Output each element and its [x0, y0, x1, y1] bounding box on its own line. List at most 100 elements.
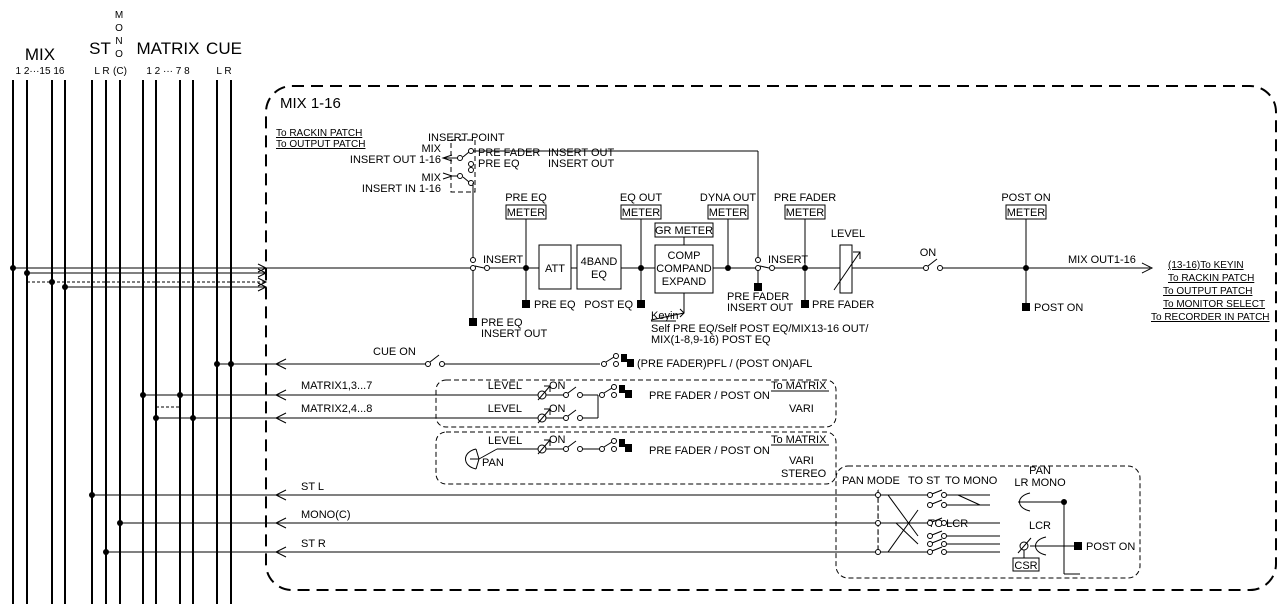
mix-out-bus-feed [10, 263, 268, 292]
insert-out-label: INSERT OUT 1-16 [350, 154, 441, 166]
matrix-pan-label: PAN [482, 457, 504, 469]
bus-mono-letter-4: O [115, 49, 123, 60]
post-on-meter-box: METER [1007, 207, 1046, 219]
eq-box-line1: 4BAND [581, 256, 618, 268]
level-fader [839, 244, 853, 294]
pre-eq-tap-label: PRE EQ [534, 299, 576, 311]
to-matrix-1-label: To MATRIX [771, 380, 827, 392]
insert-out-a-label: INSERT OUT [548, 147, 614, 159]
bus-st-label: ST [89, 39, 111, 58]
bus-matrix-label: MATRIX [137, 39, 200, 58]
st-post-on-label: POST ON [1086, 541, 1135, 553]
insert-out-mix-label: MIX [421, 143, 441, 155]
dest-monitor-select: To MONITOR SELECT [1163, 299, 1265, 310]
vari-2-label: VARI [789, 455, 814, 467]
keyin-label: Keyin [651, 310, 679, 322]
pre-fader-meter-box: METER [786, 207, 825, 219]
eq-out-meter-box: METER [622, 207, 661, 219]
csr-box: CSR [1014, 560, 1037, 572]
insert-point-section: To RACKIN PATCH To OUTPUT PATCH INSERT P… [276, 128, 759, 258]
eq-box-line2: EQ [591, 269, 607, 281]
to-mono-label: TO MONO [945, 475, 998, 487]
insert-in-label: INSERT IN 1-16 [362, 183, 441, 195]
vari-1-label: VARI [789, 403, 814, 415]
dest-rackin-patch: To RACKIN PATCH [1168, 273, 1254, 284]
mix-block-frame [265, 85, 1277, 591]
matrix-pre-fader-post-on-2: PRE FADER / POST ON [649, 445, 770, 457]
matrix-on-1-label: ON [549, 380, 566, 392]
pre-eq-insert-out-a: PRE EQ [481, 317, 523, 329]
matrix-level-3-label: LEVEL [488, 435, 522, 447]
cue-section: CUE ON (PRE FADER)PFL / (POST ON)AFL [214, 346, 812, 370]
pan-mode-label: PAN MODE [842, 475, 900, 487]
bus-cue-numbers: L R [216, 66, 231, 77]
stereo-label: STEREO [781, 468, 827, 480]
block-title: MIX 1-16 [280, 95, 341, 112]
pre-fader-tap-label: PRE FADER [812, 299, 874, 311]
bus-mix-numbers: 1 2···15 16 [16, 66, 65, 77]
post-eq-tap-label: POST EQ [584, 299, 633, 311]
keyin-source-line2: MIX(1-8,9-16) POST EQ [651, 334, 771, 346]
st-r-label: ST R [301, 538, 326, 550]
bus-cue-label: CUE [206, 39, 242, 58]
to-st-label: TO ST [908, 475, 940, 487]
stereo-section: ST L MONO(C) ST R PAN MODE TO ST TO MONO… [89, 465, 1141, 579]
mix-out-label: MIX OUT1-16 [1068, 254, 1136, 266]
dynamics-box-comp: COMP [668, 250, 701, 262]
pfl-afl-label: (PRE FADER)PFL / (POST ON)AFL [637, 358, 812, 370]
cue-on-label: CUE ON [373, 346, 416, 358]
dyna-out-meter-label: DYNA OUT [700, 192, 757, 204]
post-on-tap-label: POST ON [1034, 302, 1083, 314]
pre-eq-meter-box: METER [507, 207, 546, 219]
pre-fader-meter-label: PRE FADER [774, 192, 836, 204]
st-l-label: ST L [301, 481, 324, 493]
insert-pre-eq-label: PRE EQ [478, 158, 520, 170]
insert-in-mix-label: MIX [421, 172, 441, 184]
bus-mono-letter-3: N [115, 36, 122, 47]
to-lcr-label: TO LCR [928, 518, 968, 530]
bus-mono-c: (C) [113, 66, 127, 77]
pre-fader-insert-out-a: PRE FADER [727, 291, 789, 303]
pre-eq-insert-out-b: INSERT OUT [481, 328, 547, 340]
bus-lines [12, 80, 232, 604]
gr-meter-box: GR METER [655, 225, 713, 237]
insert-point-label: INSERT POINT [428, 132, 505, 144]
dest-output-patch: To OUTPUT PATCH [1163, 286, 1252, 297]
matrix-even-label: MATRIX2,4...8 [301, 403, 372, 415]
bus-mix-label: MIX [25, 45, 55, 64]
bus-st-numbers: L R [94, 66, 109, 77]
pre-eq-meter-label: PRE EQ [505, 192, 547, 204]
matrix-odd-label: MATRIX1,3...7 [301, 380, 372, 392]
matrix-pre-fader-post-on-1: PRE FADER / POST ON [649, 390, 770, 402]
insert-switch-1-label: INSERT [483, 254, 523, 266]
dest-keyin: (13-16)To KEYIN [1168, 260, 1244, 271]
matrix-level-1-label: LEVEL [488, 380, 522, 392]
to-matrix-2-label: To MATRIX [771, 434, 827, 446]
level-fader-label: LEVEL [831, 228, 865, 240]
bus-matrix-numbers: 1 2 ··· 7 8 [146, 66, 190, 77]
on-switch-label: ON [920, 247, 937, 259]
pre-fader-insert-out-b: INSERT OUT [727, 302, 793, 314]
lcr-label: LCR [1029, 520, 1051, 532]
att-box: ATT [545, 263, 565, 275]
bus-mono-letter-2: O [115, 23, 123, 34]
bus-mono-letter-1: M [115, 10, 123, 21]
post-on-meter-label: POST ON [1001, 192, 1050, 204]
insert-pre-fader-label: PRE FADER [478, 147, 540, 159]
bus-headers: MIX 1 2···15 16 ST L R M O N O (C) MATRI… [16, 10, 242, 77]
to-output-patch-label: To OUTPUT PATCH [276, 139, 365, 150]
eq-out-meter-label: EQ OUT [620, 192, 662, 204]
dest-recorder-in-patch: To RECORDER IN PATCH [1151, 312, 1270, 323]
keyin-source-line1: Self PRE EQ/Self POST EQ/MIX13-16 OUT/ [651, 323, 869, 335]
main-signal-chain: INSERT PRE EQ INSERT OUT PRE EQ PRE EQ M… [266, 192, 1270, 346]
matrix-section: MATRIX1,3...7 MATRIX2,4...8 LEVEL ON LEV… [140, 379, 837, 485]
to-rackin-patch-label: To RACKIN PATCH [276, 128, 362, 139]
matrix-on-3-label: ON [549, 434, 566, 446]
pan-label: PAN [1029, 465, 1051, 477]
insert-switch-2-label: INSERT [768, 254, 808, 266]
lr-mono-label: LR MONO [1014, 477, 1066, 489]
mono-c-label: MONO(C) [301, 509, 351, 521]
dyna-out-meter-box: METER [709, 207, 748, 219]
matrix-on-2-label: ON [549, 403, 566, 415]
